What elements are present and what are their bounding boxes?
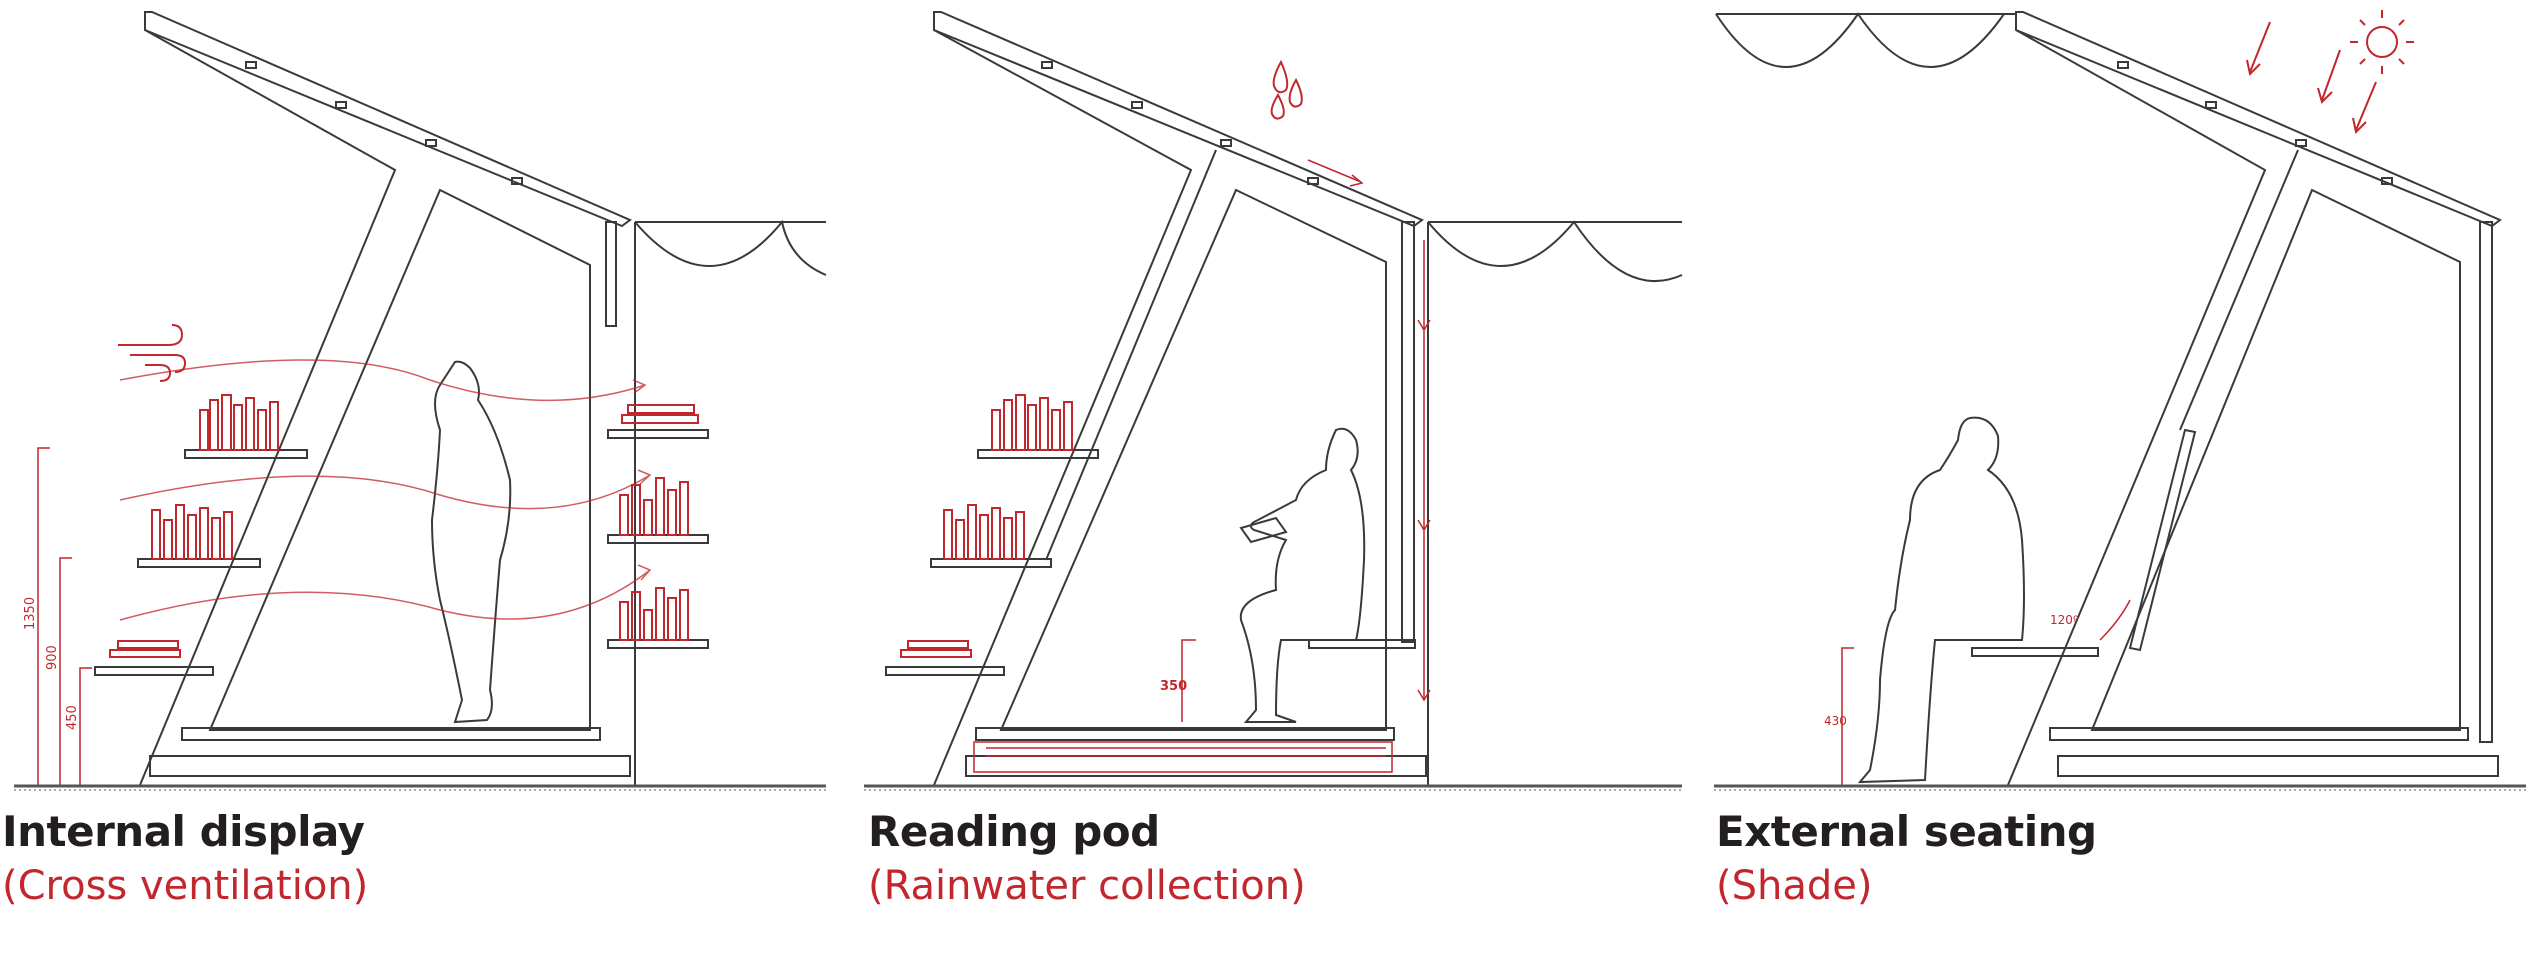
floor-base (2057, 755, 2499, 777)
dimension-lines (1181, 639, 1196, 722)
caption-internal-display: Internal display (Cross ventilation) (2, 806, 368, 912)
seat (1308, 639, 1416, 649)
dimension-label: 350 (1160, 679, 1187, 694)
floor-base (149, 755, 631, 777)
floor-deck (975, 727, 1395, 741)
shelf (184, 449, 308, 459)
canopy-fabric (1427, 220, 1683, 283)
wind-icon (118, 324, 187, 382)
inner-frame (208, 188, 591, 731)
section-drawing-reading-pod: 350 (864, 11, 1683, 791)
shelf (930, 558, 1052, 568)
angle-label: 120º (2050, 613, 2079, 627)
person-standing (430, 360, 512, 724)
shelf (607, 639, 709, 649)
roof (144, 11, 632, 228)
person-seated (1857, 416, 2025, 784)
roof-light (1307, 177, 1319, 185)
canopy-fabric (634, 219, 827, 276)
roof-light (245, 61, 257, 69)
books (900, 394, 1073, 658)
floor-deck (2049, 727, 2469, 741)
roof-light (1041, 61, 1053, 69)
dimension-label: 1350 (23, 597, 38, 630)
panel-subtitle: (Cross ventilation) (2, 863, 369, 909)
roof-light (425, 139, 437, 147)
panel-subtitle: (Shade) (1716, 863, 1873, 909)
canopy-fabric (1715, 12, 2005, 68)
caption-external-seating: External seating (Shade) (1716, 806, 2097, 912)
shelf (885, 666, 1005, 676)
caption-reading-pod: Reading pod (Rainwater collection) (868, 806, 1306, 912)
section-drawing-external-seating: 430 120º (1714, 10, 2526, 791)
panel-reading-pod: 350 Reading pod (Rainwater collection) (856, 0, 1698, 966)
roof-light (2381, 177, 2393, 185)
outer-frame (933, 29, 1193, 786)
roof-light (2117, 61, 2129, 69)
roof (2015, 11, 2502, 228)
shelf (137, 558, 261, 568)
gutter-pipe (2479, 221, 2493, 743)
airflow-arrows (119, 359, 652, 621)
dimension-label: 430 (1824, 714, 1847, 728)
panel-title: Internal display (2, 807, 365, 856)
shelf (607, 429, 709, 439)
section-drawing-internal-display: 1350 900 450 (14, 11, 827, 791)
floor-deck (181, 727, 601, 741)
roof-light (1220, 139, 1232, 147)
panel-title: Reading pod (868, 807, 1160, 856)
rainwater-flow (973, 159, 1431, 773)
books (109, 394, 699, 658)
panel-title: External seating (1716, 807, 2097, 856)
panel-external-seating: 430 120º External seating (Shade) (1700, 0, 2527, 966)
roof-light (335, 101, 347, 109)
dimension-label: 900 (45, 645, 60, 670)
book-held (1239, 516, 1288, 544)
panel-subtitle: (Rainwater collection) (868, 863, 1306, 909)
raindrops-icon (1270, 59, 1303, 120)
roof-light (1131, 101, 1143, 109)
roof-light (511, 177, 523, 185)
support-rod (2179, 149, 2299, 431)
shelf (977, 449, 1099, 459)
gutter-pipe (1401, 221, 1415, 643)
sun-icon (2350, 10, 2414, 74)
support-rod (1045, 149, 1217, 561)
roof-light (2295, 139, 2307, 147)
seat (1971, 647, 2099, 657)
shelf (607, 534, 709, 544)
sun-ray-arrows (2246, 21, 2377, 135)
outer-frame (139, 29, 397, 786)
inner-frame (999, 188, 1387, 731)
floor-base (965, 755, 1427, 777)
gutter-pipe (605, 221, 617, 327)
dimension-label: 450 (65, 705, 80, 730)
roof-light (2205, 101, 2217, 109)
person-seated-reading (1239, 427, 1366, 723)
inner-frame (2090, 188, 2461, 731)
seat-back (2128, 428, 2197, 652)
roof (933, 11, 1424, 228)
dimension-lines (1841, 599, 2131, 785)
dimension-lines (37, 447, 92, 785)
outer-frame (2007, 29, 2267, 786)
shelf (94, 666, 214, 676)
panel-internal-display: 1350 900 450 Internal display (Cross ven… (0, 0, 842, 966)
